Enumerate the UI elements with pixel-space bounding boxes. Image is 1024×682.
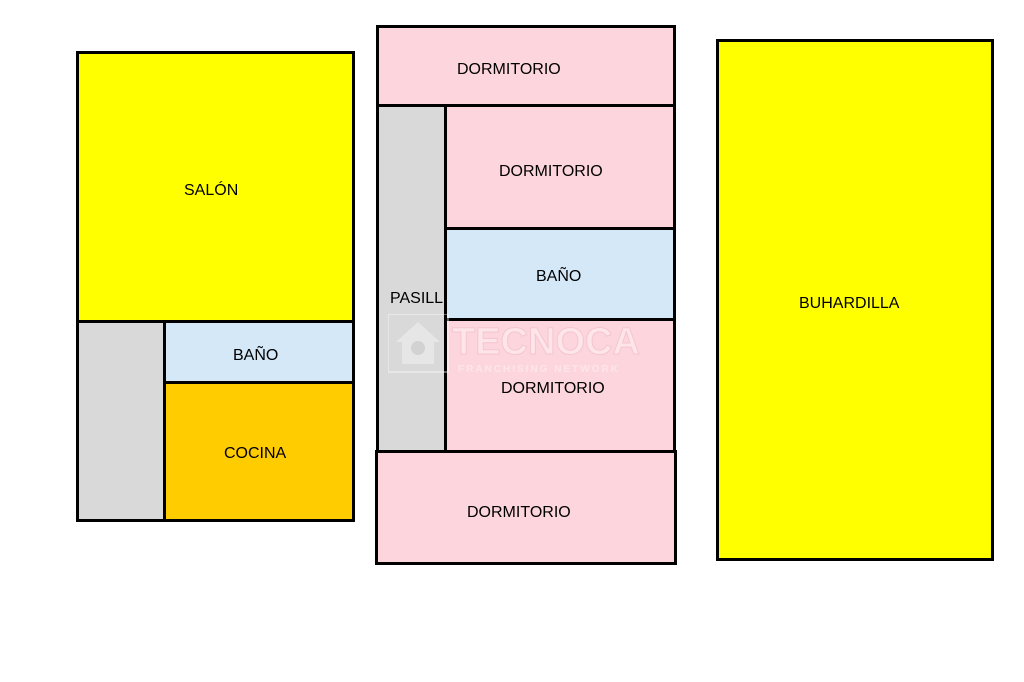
room-buhardilla <box>716 39 994 561</box>
tecnocasa-logo: TECNOCASA FRANCHISING NETWORK <box>387 313 693 375</box>
watermark-tagline: FRANCHISING NETWORK <box>458 364 620 375</box>
room-cocina <box>163 381 355 522</box>
room-dormitorio-bottom <box>375 450 677 565</box>
label-salon: SALÓN <box>184 182 239 199</box>
room-bano-left <box>163 320 355 384</box>
label-dormitorio-3: DORMITORIO <box>501 380 605 397</box>
room-hallway-left <box>76 320 166 522</box>
label-dormitorio-bottom: DORMITORIO <box>467 504 571 521</box>
label-dormitorio-top: DORMITORIO <box>457 61 561 78</box>
tecnocasa-watermark: TECNOCASA FRANCHISING NETWORK <box>387 313 693 376</box>
label-bano-left: BAÑO <box>233 347 279 364</box>
label-pasillo: PASILL <box>390 291 444 307</box>
label-cocina: COCINA <box>224 445 287 462</box>
room-dormitorio-top <box>376 25 676 107</box>
room-pasillo <box>376 104 447 453</box>
label-dormitorio-2: DORMITORIO <box>499 163 603 180</box>
watermark-brand: TECNOCASA <box>452 321 640 363</box>
room-salon <box>76 51 355 323</box>
house-icon <box>396 322 440 364</box>
room-dormitorio-3 <box>444 318 676 453</box>
label-buhardilla: BUHARDILLA <box>799 295 900 312</box>
label-bano-mid: BAÑO <box>536 268 582 285</box>
